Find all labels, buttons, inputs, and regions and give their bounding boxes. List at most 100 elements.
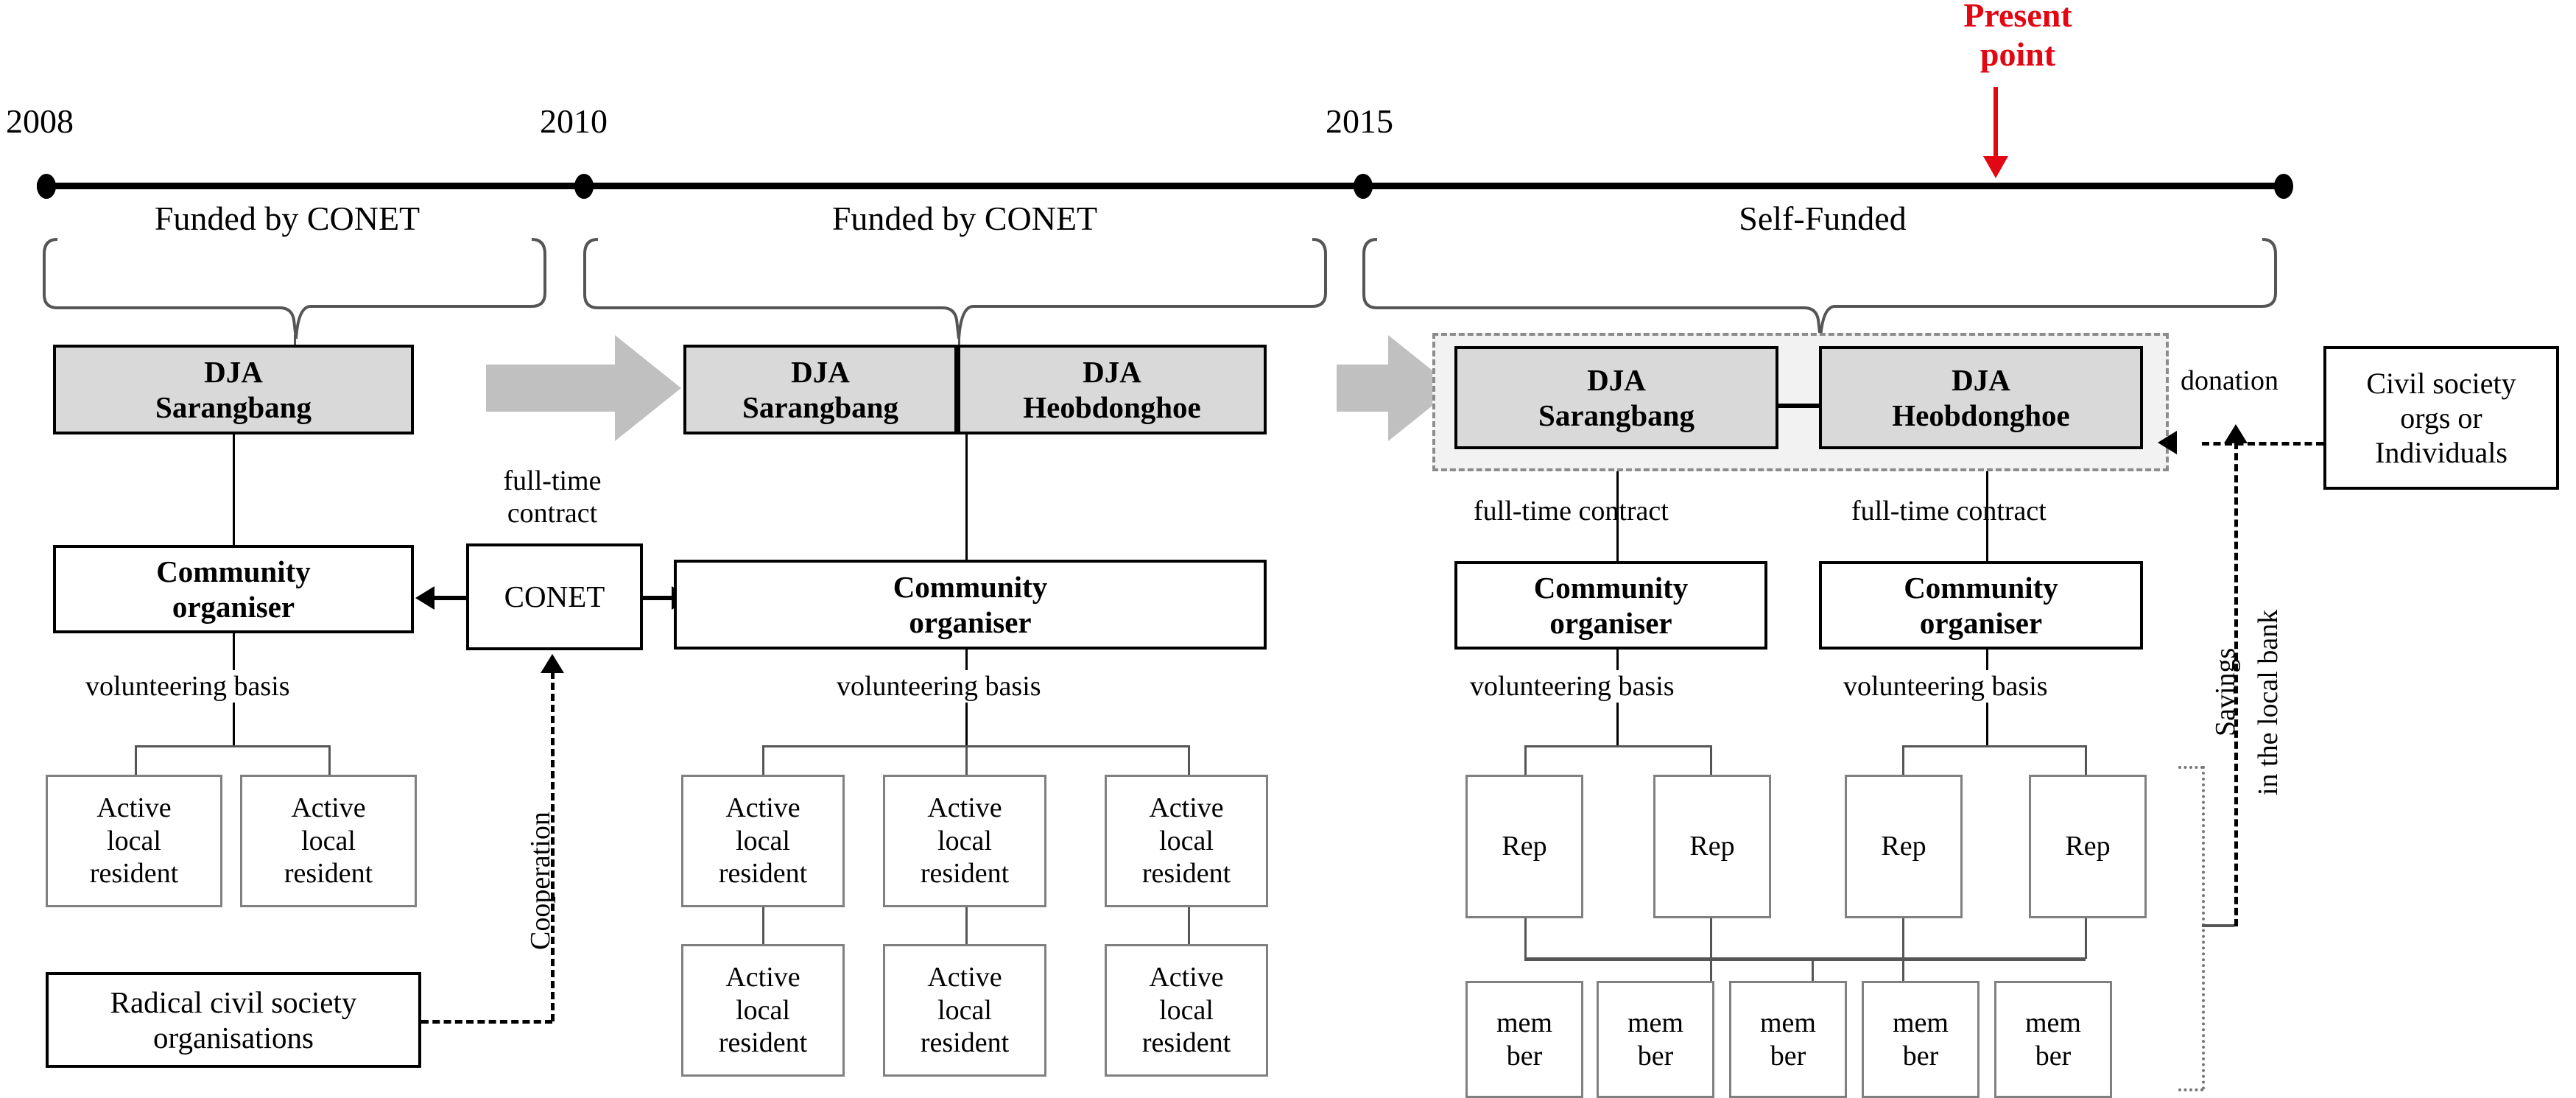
phase2-resident-r2-2[interactable]: Active local resident [883, 944, 1046, 1077]
conet-to-phase1-arrowhead [415, 586, 434, 610]
phase1-resident-2[interactable]: Active local resident [240, 775, 417, 907]
phase2-link-col1 [762, 907, 764, 944]
phase3-contract-label-left: full-time contract [1474, 496, 1669, 527]
donation-label: donation [2181, 365, 2278, 396]
phase3-contract-label-right: full-time contract [1851, 496, 2047, 527]
phase2-org-box-2[interactable]: DJA Heobdonghoe [957, 345, 1267, 434]
civil-society-line1: Civil society [2366, 366, 2516, 400]
phase3-member-2[interactable]: mem ber [1597, 981, 1714, 1098]
phase3-member-4-line1: mem [1893, 1007, 1949, 1038]
phase3-organiser-box-right[interactable]: Community organiser [1819, 561, 2143, 650]
rep-member-bus-bar [1524, 957, 2086, 961]
savings-bracket-top [2178, 766, 2203, 769]
timeline-dot-2008 [37, 174, 56, 199]
conet-contract-label: full-time contract [464, 465, 641, 529]
phase3-volunteering-label-right: volunteering basis [1839, 670, 2052, 703]
phase3-volunteering-label-left: volunteering basis [1465, 670, 1679, 703]
phase1-radical-orgs-box[interactable]: Radical civil society organisations [46, 972, 421, 1068]
phase3-org-2-line2: Heobdonghoe [1892, 398, 2070, 432]
present-point-arrow-head [1983, 156, 2008, 178]
phase3-organiser-left-line1: Community [1533, 570, 1689, 605]
phase3-member-5[interactable]: mem ber [1994, 981, 2112, 1098]
phase3-rep-3-label: Rep [1881, 831, 1926, 862]
phase3-member-3-line2: ber [1770, 1040, 1806, 1071]
phase3-organiser-box-left[interactable]: Community organiser [1454, 561, 1767, 650]
phase1-fork-left [135, 745, 137, 775]
phase3-right-fork-1 [1902, 745, 1904, 775]
phase2-resident-r1-3[interactable]: Active local resident [1105, 775, 1268, 907]
phase3-member-3[interactable]: mem ber [1729, 981, 1847, 1098]
phase2-resident-r2-3-line1: Active [1149, 961, 1224, 993]
phase1-fork-right [328, 745, 331, 775]
member3-riser [1812, 957, 1814, 981]
phase2-fork-right [1188, 745, 1190, 775]
period-label-3: Self-Funded [1739, 200, 1907, 237]
phase2-resident-r2-1[interactable]: Active local resident [681, 944, 845, 1077]
phase1-resident-1-line2: local [107, 825, 161, 856]
phase3-right-fork-bar [1902, 745, 2086, 747]
civil-society-box[interactable]: Civil society orgs or Individuals [2323, 346, 2559, 490]
phase3-org-1-line1: DJA [1587, 362, 1646, 397]
phase2-resident-r1-2-line2: local [937, 825, 992, 856]
phase2-resident-r2-3[interactable]: Active local resident [1105, 944, 1268, 1077]
phase2-link-col3 [1188, 907, 1190, 944]
conet-to-phase2-line [642, 596, 673, 600]
phase1-resident-2-line2: local [301, 825, 356, 856]
phase3-left-fork-2 [1710, 745, 1712, 775]
phase2-org-2-line2: Heobdonghoe [1023, 390, 1201, 424]
phase3-member-3-line1: mem [1760, 1007, 1816, 1038]
phase2-resident-r1-3-line2: local [1159, 825, 1214, 856]
cooperation-arrow-head [541, 654, 564, 673]
phase3-right-fork-2 [2085, 745, 2087, 775]
phase2-resident-r2-2-line3: resident [920, 1027, 1010, 1059]
phase3-organiser-right-line2: organiser [1919, 606, 2043, 640]
phase3-rep-3[interactable]: Rep [1845, 775, 1963, 918]
phase3-right-org-to-organiser-line [1986, 471, 1988, 567]
phase2-resident-r1-2[interactable]: Active local resident [883, 775, 1046, 907]
phase3-org-box-1[interactable]: DJA Sarangbang [1454, 346, 1778, 449]
phase1-organiser-box[interactable]: Community organiser [53, 545, 414, 633]
timeline-dot-2010 [574, 174, 594, 199]
phase1-org-line2: Sarangbang [155, 390, 312, 424]
phase1-brace-stem [294, 335, 296, 346]
phase2-fork-mid [965, 745, 968, 775]
phase2-organiser-box[interactable]: Community organiser [674, 560, 1267, 650]
phase1-org-to-organiser-line [233, 434, 235, 545]
rep3-drop [1902, 918, 1904, 981]
timeline-axis [37, 183, 2290, 189]
phase2-org-box-1[interactable]: DJA Sarangbang [683, 345, 957, 434]
phase2-brace-stem [958, 335, 960, 346]
conet-box[interactable]: CONET [466, 543, 643, 650]
phase3-rep-2[interactable]: Rep [1653, 775, 1771, 918]
phase3-rep-4-label: Rep [2065, 831, 2111, 862]
rep1-drop [1524, 918, 1527, 959]
phase1-resident-2-line1: Active [291, 792, 366, 823]
phase1-resident-2-line3: resident [284, 858, 373, 890]
phase3-left-fork-1 [1524, 745, 1527, 775]
phase2-organiser-line1: Community [893, 569, 1048, 604]
phase1-org-box[interactable]: DJA Sarangbang [53, 345, 414, 434]
phase3-member-4[interactable]: mem ber [1862, 981, 1979, 1098]
phase2-resident-r1-1[interactable]: Active local resident [681, 775, 845, 907]
phase1-org-line1: DJA [204, 354, 263, 389]
phase3-member-1[interactable]: mem ber [1465, 981, 1583, 1098]
phase2-organiser-line2: organiser [909, 605, 1032, 639]
phase3-rep-2-label: Rep [1689, 831, 1735, 862]
phase3-organiser-left-line2: organiser [1549, 606, 1672, 640]
phase2-resident-r1-2-line1: Active [927, 792, 1002, 823]
phase1-organiser-line2: organiser [172, 590, 295, 624]
phase2-resident-r1-3-line1: Active [1149, 792, 1224, 823]
phase3-organiser-right-line1: Community [1904, 570, 2058, 605]
phase3-org-2-line1: DJA [1952, 362, 2010, 397]
present-point-arrow-shaft [1993, 87, 1998, 161]
phase3-rep-1[interactable]: Rep [1465, 775, 1583, 918]
phase3-member-4-line2: ber [1902, 1040, 1939, 1071]
phase1-organiser-line1: Community [156, 554, 311, 588]
timeline-dot-2015 [1354, 174, 1373, 199]
phase3-org-link [1778, 404, 1819, 408]
phase1-resident-1[interactable]: Active local resident [46, 775, 222, 907]
savings-label-line2: in the local bank [2253, 609, 2284, 795]
phase3-rep-4[interactable]: Rep [2029, 775, 2147, 918]
phase3-org-box-2[interactable]: DJA Heobdonghoe [1819, 346, 2143, 449]
